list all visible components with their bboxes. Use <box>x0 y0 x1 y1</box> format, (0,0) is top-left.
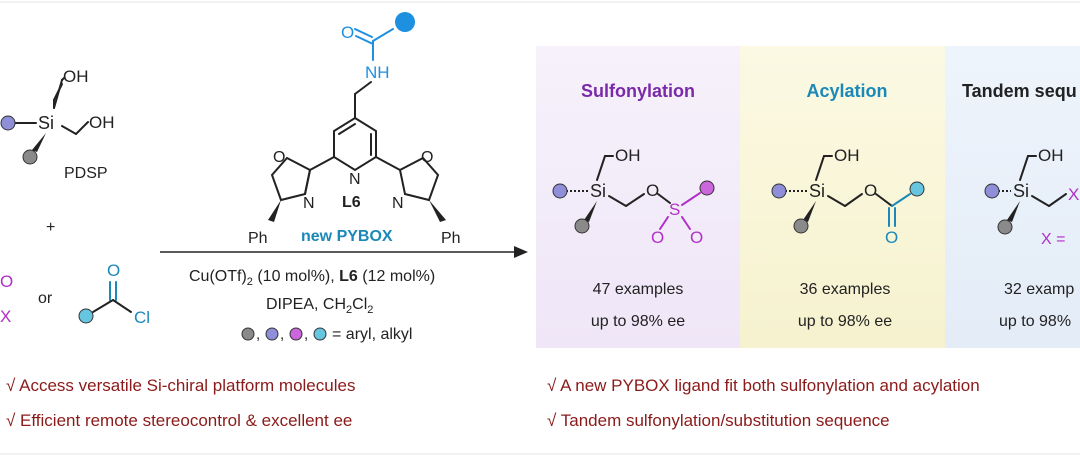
ligand-n-left: N <box>303 195 315 212</box>
plus-sign: + <box>46 219 55 236</box>
partial-o: O <box>0 272 13 291</box>
panel-acylation <box>740 46 945 348</box>
tan-examples: 32 examp <box>1004 281 1074 298</box>
tan-ee: up to 98% <box>999 313 1071 330</box>
wedge-bond <box>32 133 46 152</box>
sul-o1: O <box>646 181 659 200</box>
acy-ee: up to 98% ee <box>798 313 892 330</box>
acy-examples: 36 examples <box>800 281 891 298</box>
ligand-o-amide: O <box>341 23 354 42</box>
aryl-sphere-cyan <box>78 308 94 324</box>
acy-o2: O <box>885 228 898 247</box>
sul-o2: O <box>651 228 664 247</box>
acy-oh: OH <box>834 146 860 165</box>
or-label: or <box>38 290 53 307</box>
ligand-ph-left: Ph <box>248 230 268 247</box>
panel-title-acylation: Acylation <box>806 81 887 101</box>
sul-o3: O <box>690 228 703 247</box>
acyl-chloride: O Cl <box>78 261 150 327</box>
acyl-cl: Cl <box>134 308 150 327</box>
ligand-label: L6 <box>342 194 361 211</box>
tan-oh: OH <box>1038 146 1064 165</box>
pdsp-structure: OH OH Si PDSP + <box>0 67 115 236</box>
legend-sphere-purple <box>289 327 303 341</box>
conditions-line3: = aryl, alkyl <box>332 326 412 343</box>
sul-si: Si <box>590 181 606 201</box>
ligand-l6-structure: O NH N O N Ph O N Ph L6 new PYBOX <box>248 12 461 247</box>
svg-text:,: , <box>280 326 284 343</box>
tan-x-eq: X = <box>1041 231 1065 248</box>
acy-si: Si <box>809 181 825 201</box>
panel-title-sulfonylation: Sulfonylation <box>581 81 695 101</box>
pdsp-oh1: OH <box>63 67 89 86</box>
sul-oh: OH <box>615 146 641 165</box>
ligand-ph-right: Ph <box>441 230 461 247</box>
sulfonyl-chloride-partial: O X <box>0 272 13 326</box>
ligand-o-left: O <box>273 149 285 166</box>
legend-sphere-cyan <box>313 327 327 341</box>
pdsp-oh2: OH <box>89 113 115 132</box>
legend-sphere-blue <box>265 327 279 341</box>
panel-title-tandem: Tandem sequ <box>962 81 1077 101</box>
ligand-o-right: O <box>421 149 433 166</box>
bullet-left-1: √ Access versatile Si-chiral platform mo… <box>6 376 355 395</box>
svg-text:,: , <box>256 326 260 343</box>
reaction-conditions: Cu(OTf)2 (10 mol%), L6 (12 mol%) DIPEA, … <box>189 268 435 343</box>
sul-ee: up to 98% ee <box>591 313 685 330</box>
acy-o1: O <box>864 181 877 200</box>
bullet-left-2: √ Efficient remote stereocontrol & excel… <box>6 411 352 430</box>
product-tandem: OH Si X X = <box>984 146 1079 248</box>
sul-examples: 47 examples <box>593 281 684 298</box>
ligand-n-pyridine: N <box>349 171 361 188</box>
aryl-sphere-blue <box>0 115 16 131</box>
ligand-name: new PYBOX <box>301 228 393 245</box>
reaction-arrow <box>160 246 528 258</box>
conditions-line1: Cu(OTf)2 (10 mol%), L6 (12 mol%) <box>189 268 435 288</box>
sul-s: S <box>669 200 680 219</box>
partial-x: X <box>0 307 11 326</box>
aryl-sphere-grey <box>22 149 38 165</box>
bullet-right-1: √ A new PYBOX ligand fit both sulfonylat… <box>547 376 980 395</box>
svg-text:,: , <box>304 326 308 343</box>
pdsp-label: PDSP <box>64 165 108 182</box>
bullet-right-2: √ Tandem sulfonylation/substitution sequ… <box>547 411 890 430</box>
conditions-line2: DIPEA, CH2Cl2 <box>266 296 373 316</box>
product-ester: OH Si O O <box>771 146 925 247</box>
legend-sphere-grey <box>241 327 255 341</box>
ligand-nh: NH <box>365 63 390 82</box>
acyl-sphere <box>395 12 415 32</box>
pdsp-si: Si <box>38 113 54 133</box>
tan-si: Si <box>1013 181 1029 201</box>
panel-tandem <box>945 46 1080 348</box>
product-sulfonate: OH Si O S O O <box>552 146 715 247</box>
tan-x: X <box>1068 185 1079 204</box>
ligand-n-right: N <box>392 195 404 212</box>
acyl-o: O <box>107 261 120 280</box>
